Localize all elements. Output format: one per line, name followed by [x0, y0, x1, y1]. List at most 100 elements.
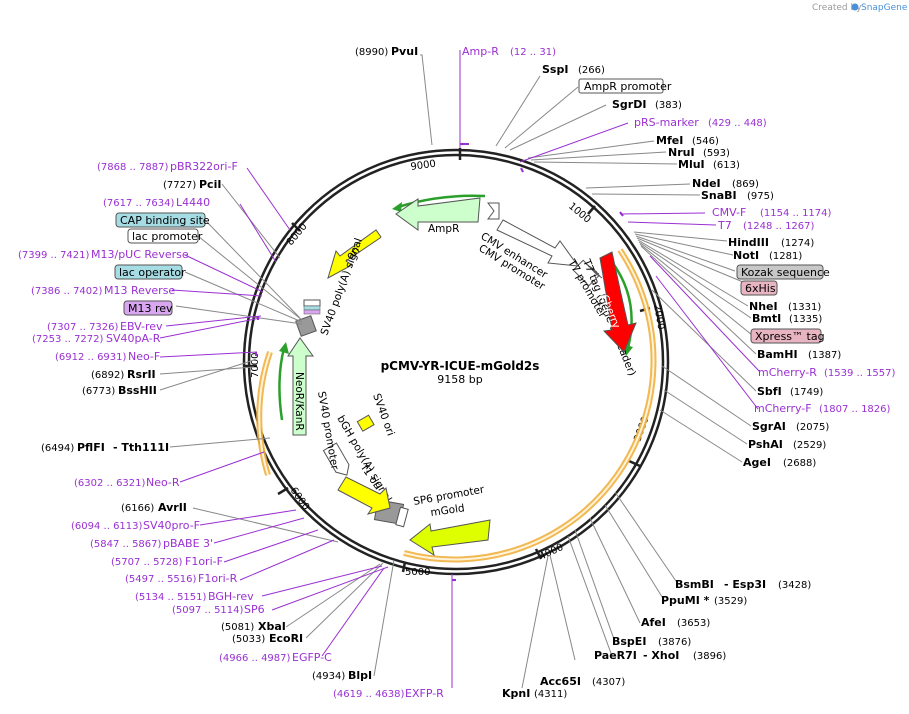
- site-label-nhei[interactable]: NheI: [749, 300, 778, 313]
- primer-label-cmv-f[interactable]: CMV-F: [712, 206, 746, 219]
- site-pos-snabi: (975): [747, 191, 774, 202]
- site-label-kpni[interactable]: KpnI: [502, 687, 530, 700]
- site-label-bmti[interactable]: BmtI: [752, 312, 781, 325]
- snapgene-logo-icon: [851, 3, 859, 11]
- primer-pos-t7: (1248 .. 1267): [743, 221, 815, 232]
- site-pos-pflfi: (6494): [41, 443, 74, 454]
- feature-box-xpress[interactable]: [750, 328, 822, 344]
- primer-label-t7[interactable]: T7: [717, 219, 732, 232]
- tick-label-6000: 6000: [288, 485, 312, 512]
- feature-box-label-xpress: Xpress™ tag: [755, 330, 825, 343]
- site-label-bsshii[interactable]: BssHII: [118, 384, 157, 397]
- tick-label-8000: 8000: [285, 221, 310, 248]
- site-pos-ppumi: (3529): [714, 596, 747, 607]
- site-label-bsmbi[interactable]: BsmBI: [675, 578, 714, 591]
- site-label-sgrdi[interactable]: SgrDI: [612, 98, 646, 111]
- site-pos-rsrii: (6892): [91, 370, 124, 381]
- primer-label-mcherry-r[interactable]: mCherry-R: [758, 366, 817, 379]
- site-pos-kpni: (4311): [534, 689, 567, 700]
- feature-box-lac-operator[interactable]: [114, 264, 183, 280]
- primer-label-sv40pa-r[interactable]: SV40pA-R: [106, 332, 161, 345]
- backbone-outer-ring: [242, 148, 670, 576]
- site-label-rsrii[interactable]: RsrII: [127, 368, 156, 381]
- plasmid-length: 9158 bp: [437, 373, 482, 386]
- primer-label-mcherry-f[interactable]: mCherry-F: [754, 402, 812, 415]
- feature-lac-operator-mark: [303, 305, 321, 311]
- primer-label-amp-r[interactable]: Amp-R: [462, 45, 499, 58]
- site-label-hindiii[interactable]: HindIII: [728, 236, 769, 249]
- primer-label-m13-reverse[interactable]: M13 Reverse: [104, 284, 175, 297]
- primer-label-f1ori-r[interactable]: F1ori-R: [198, 572, 238, 585]
- site-label-sgrai[interactable]: SgrAI: [752, 420, 786, 433]
- primer-label-sp6[interactable]: SP6: [244, 603, 265, 616]
- site-label-mfei[interactable]: MfeI: [656, 134, 683, 147]
- site-label-xbai[interactable]: XbaI: [258, 620, 286, 633]
- site-label-mlui[interactable]: MluI: [678, 158, 705, 171]
- feature-box-lac-promoter[interactable]: [127, 228, 199, 244]
- site-pos-mfei: (546): [692, 136, 719, 147]
- site-label-bamhi[interactable]: BamHI: [757, 348, 798, 361]
- primer-label-l4440[interactable]: L4440: [176, 196, 210, 209]
- primer-label-neo-r[interactable]: Neo-R: [146, 476, 180, 489]
- feature-box-m13-rev[interactable]: [123, 300, 173, 316]
- feature-box-cap-binding[interactable]: [115, 212, 206, 228]
- site-pos-xhoi: (3896): [693, 651, 726, 662]
- site-label-snabi[interactable]: SnaBI: [701, 189, 737, 202]
- site-label-agei[interactable]: AgeI: [743, 456, 771, 469]
- primer-ticks: [255, 143, 624, 581]
- primer-label-exfp-r[interactable]: EXFP-R: [405, 687, 444, 700]
- site-label-acc65i[interactable]: Acc65I: [540, 675, 581, 688]
- primer-pos-mcherry-r: (1539 .. 1557): [824, 368, 896, 379]
- primer-label-bgh-rev[interactable]: BGH-rev: [208, 590, 254, 603]
- site-label-ndei[interactable]: NdeI: [692, 177, 721, 190]
- site-label-noti[interactable]: NotI: [733, 249, 759, 262]
- primer-label-m13-puc-reverse[interactable]: M13/pUC Reverse: [91, 248, 189, 261]
- site-label-paer7i[interactable]: PaeR7I: [594, 649, 637, 662]
- primer-label-neo-f[interactable]: Neo-F: [128, 350, 160, 363]
- primer-label-sv40pro-f[interactable]: SV40pro-F: [143, 519, 200, 532]
- site-label-xhoi[interactable]: - XhoI: [643, 649, 679, 662]
- site-label-sbfi[interactable]: SbfI: [757, 385, 782, 398]
- site-label-tth111i[interactable]: - Tth111I: [113, 441, 169, 454]
- tick-label-9000: 9000: [410, 159, 437, 173]
- site-label-sspi[interactable]: SspI: [542, 63, 568, 76]
- left-labels: BlpI (4934) EGFP-C (4966 .. 4987) EcoRI …: [18, 160, 372, 682]
- site-pos-sbfi: (1749): [790, 387, 823, 398]
- site-label-pshai[interactable]: PshAI: [748, 438, 783, 451]
- primer-label-egfp-c[interactable]: EGFP-C: [292, 651, 332, 664]
- site-label-blpi[interactable]: BlpI: [348, 669, 372, 682]
- site-label-pflfi[interactable]: PflFI: [77, 441, 105, 454]
- feature-sp6-promoter: [395, 506, 409, 528]
- site-label-pvui[interactable]: PvuI: [391, 45, 418, 58]
- site-pos-pshai: (2529): [793, 440, 826, 451]
- site-label-esp3i[interactable]: - Esp3I: [724, 578, 766, 591]
- feature-box-kozak[interactable]: [736, 264, 824, 280]
- primer-pos-amp-r: (12 .. 31): [510, 47, 556, 58]
- feature-mcherry: [599, 251, 637, 353]
- primer-pos-f1ori-f: (5707 .. 5728): [111, 557, 183, 568]
- site-label-ecori[interactable]: EcoRI: [269, 632, 303, 645]
- site-label-afei[interactable]: AfeI: [641, 616, 666, 629]
- site-label-bspei[interactable]: BspEI: [612, 635, 646, 648]
- feature-box-ampr-promoter[interactable]: [578, 78, 664, 94]
- primer-label-pbr322ori-f[interactable]: pBR322ori-F: [170, 160, 238, 173]
- site-label-avrii[interactable]: AvrII: [158, 501, 187, 514]
- feature-box-6xhis[interactable]: [740, 280, 778, 296]
- site-pos-noti: (1281): [769, 251, 802, 262]
- primer-pos-neo-f: (6912 .. 6931): [55, 352, 127, 363]
- primer-pos-l4440: (7617 .. 7634): [103, 198, 175, 209]
- site-label-nrui[interactable]: NruI: [668, 146, 695, 159]
- site-pos-ecori: (5033): [232, 634, 265, 645]
- site-pos-bspei: (3876): [658, 637, 691, 648]
- site-label-pcii[interactable]: PciI: [199, 178, 221, 191]
- primer-pos-bgh-rev: (5134 .. 5151): [135, 592, 207, 603]
- primer-label-f1ori-f[interactable]: F1ori-F: [185, 555, 223, 568]
- site-pos-xbai: (5081): [221, 622, 254, 633]
- plasmid-name: pCMV-YR-ICUE-mGold2s: [381, 359, 540, 373]
- site-pos-sgrdi: (383): [655, 100, 682, 111]
- primer-label-ebv-rev[interactable]: EBV-rev: [120, 320, 163, 333]
- site-label-ppumi[interactable]: PpuMI *: [661, 594, 710, 607]
- feature-sv40-polya: [295, 315, 317, 337]
- primer-label-pbabe3[interactable]: pBABE 3': [163, 537, 213, 550]
- primer-label-prs-marker[interactable]: pRS-marker: [634, 116, 699, 129]
